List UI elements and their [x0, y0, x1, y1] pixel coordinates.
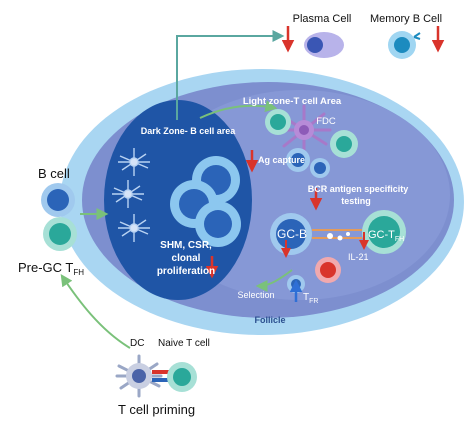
dc-cell — [115, 354, 163, 398]
arrow-dc-to-pregc — [60, 274, 131, 349]
naive-t-cell — [167, 362, 197, 392]
b-cell — [41, 183, 75, 217]
label-shm-line2: clonal — [172, 253, 201, 264]
label-tfr: TFR — [303, 292, 318, 305]
synapse — [312, 229, 362, 241]
label-bcr-line2: testing — [341, 196, 371, 206]
light-zone-green-cell-1 — [265, 109, 291, 135]
label-gc-tfh-sub: FH — [395, 236, 404, 243]
label-naive-t-cell: Naive T cell — [158, 338, 210, 349]
label-tfr-sub: FR — [309, 298, 318, 305]
label-b-cell: B cell — [38, 166, 70, 181]
label-il21: IL-21 — [348, 252, 369, 262]
dark-zone-star-cells — [112, 148, 150, 242]
label-follicle: Follicle — [254, 315, 285, 325]
light-zone-green-cell-2 — [330, 130, 358, 158]
label-t-cell-priming: T cell priming — [118, 402, 195, 417]
gc-b-cell — [270, 213, 312, 255]
label-light-zone: Light zone-T cell Area — [243, 96, 342, 107]
dark-zone-cells — [170, 156, 241, 247]
label-shm-line1: SHM, CSR, — [160, 240, 212, 251]
label-gc-tfh-main: GC-T — [368, 229, 395, 241]
memory-b-cell — [388, 31, 421, 59]
label-memory-b-cell: Memory B Cell — [370, 13, 442, 25]
label-tfr-main: T — [303, 292, 309, 303]
light-zone-blue-cell-2 — [310, 158, 330, 178]
pre-gc-tfh-cell — [43, 217, 77, 251]
gc-tfh-cell — [362, 210, 406, 254]
label-gc-tfh: GC-TFH — [368, 229, 404, 243]
label-pre-gc-tfh: Pre-GC TFH — [18, 260, 84, 277]
tfr-cell — [315, 257, 341, 283]
label-dc: DC — [130, 338, 144, 349]
arrow-to-plasma — [176, 30, 285, 120]
label-bcr-line1: BCR antigen specificity — [308, 184, 409, 194]
label-selection: Selection — [237, 290, 274, 300]
light-zone-blue-cell-1 — [286, 148, 310, 172]
tcr-mhc-contact — [152, 370, 178, 382]
label-pre-gc-tfh-sub: FH — [73, 268, 84, 277]
label-shm-line3: proliferation — [157, 266, 215, 277]
label-plasma-cell: Plasma Cell — [293, 13, 352, 25]
arrow-selection — [255, 269, 293, 292]
plasma-cell — [304, 32, 344, 58]
label-pre-gc-tfh-main: Pre-GC T — [18, 260, 73, 275]
arrow-dark-to-light — [199, 100, 278, 119]
label-dark-zone: Dark Zone- B cell area — [141, 126, 237, 136]
label-fdc: FDC — [316, 116, 336, 127]
label-ag-capture: Ag capture — [258, 155, 305, 165]
label-gc-b: GC-B — [277, 227, 307, 241]
